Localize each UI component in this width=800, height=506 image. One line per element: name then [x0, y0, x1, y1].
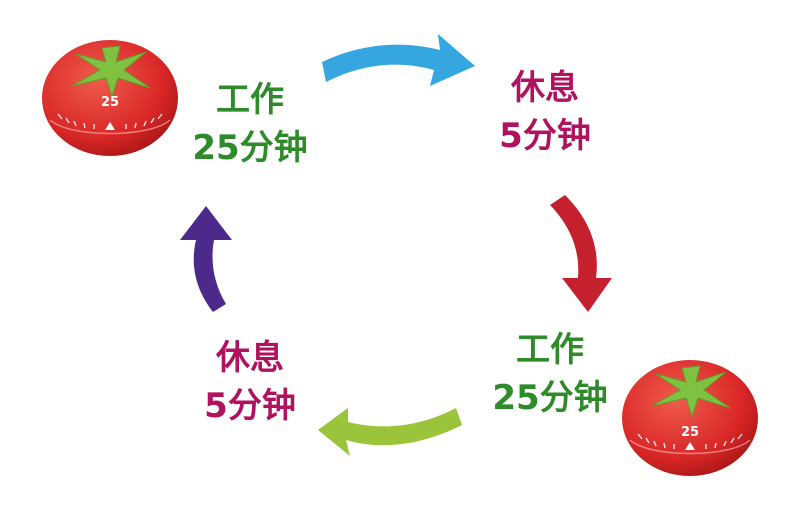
step-activity: 工作	[516, 330, 584, 370]
arrow-rest-to-work-left	[180, 206, 232, 312]
step-activity: 休息	[511, 68, 579, 108]
step-rest-bottom-left: 休息 5分钟	[165, 334, 335, 430]
arrow-work-to-rest-top	[322, 34, 475, 86]
arrow-rest-to-work-right	[550, 195, 612, 312]
arrow-work-to-rest-bottom	[318, 408, 462, 456]
step-duration: 25分钟	[192, 128, 308, 168]
step-activity: 工作	[216, 80, 284, 120]
step-activity: 休息	[216, 338, 284, 378]
tomato-timer-icon: 25	[42, 40, 178, 156]
step-duration: 5分钟	[499, 116, 591, 156]
timer-dial-number: 25	[101, 95, 119, 110]
step-work-bottom-right: 工作 25分钟	[465, 326, 635, 422]
step-duration: 25分钟	[492, 378, 608, 418]
step-work-top-left: 工作 25分钟	[170, 76, 330, 172]
tomato-timer-icon: 25	[622, 360, 758, 476]
timer-dial-number: 25	[681, 425, 699, 440]
step-rest-top-right: 休息 5分钟	[460, 64, 630, 160]
step-duration: 5分钟	[204, 386, 296, 426]
